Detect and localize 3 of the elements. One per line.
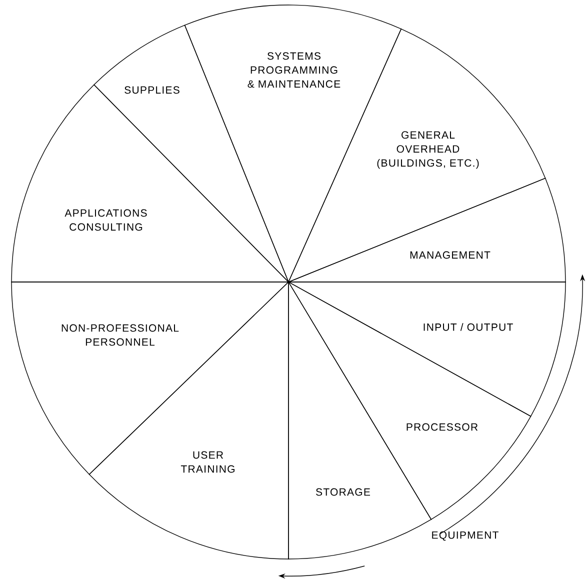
span-label: EQUIPMENT xyxy=(432,531,498,541)
pie-slice: INPUT / OUTPUT xyxy=(288,282,566,417)
pie-slice: MANAGEMENT xyxy=(288,178,566,282)
